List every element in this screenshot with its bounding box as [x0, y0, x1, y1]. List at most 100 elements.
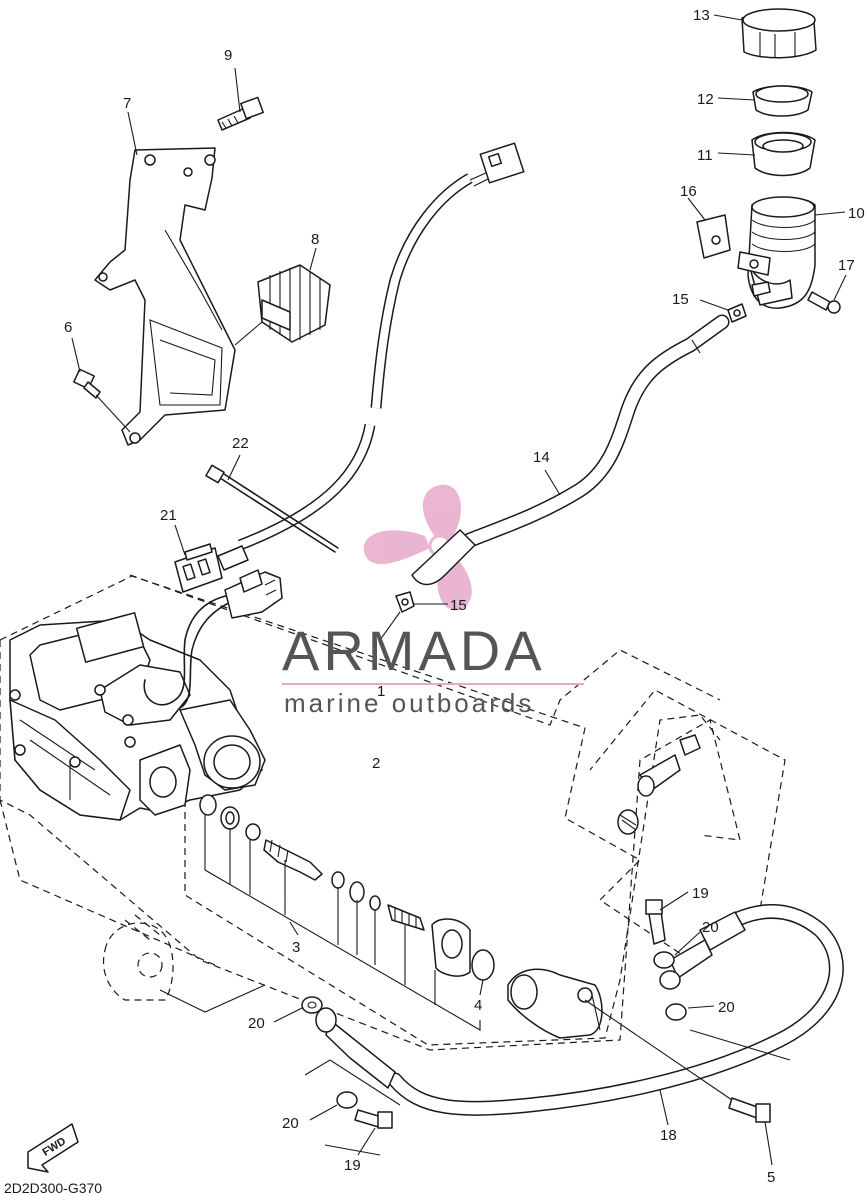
logo-blade-top [422, 484, 462, 540]
hose-part-18 [315, 904, 844, 1116]
callout-15-upper: 15 [672, 291, 689, 308]
leader-4 [479, 979, 484, 996]
assembly-outline-5 [129, 574, 721, 726]
screw-part-17 [807, 291, 841, 314]
assembly-outline-2 [0, 640, 741, 1051]
callout-12: 12 [697, 91, 714, 108]
leader-16 [687, 197, 706, 221]
watermark-brand: ARMADA [282, 619, 546, 682]
seal-part-12 [752, 85, 813, 117]
oil-tank-part-10 [737, 196, 816, 309]
leader-8 [309, 247, 317, 271]
drawing-code: 2D2D300-G370 [4, 1180, 102, 1196]
callout-14: 14 [533, 449, 550, 466]
cap-part-13 [741, 8, 817, 59]
callout-labels: 13 12 11 16 10 17 15 14 15 9 7 8 6 22 21… [64, 7, 865, 1186]
sensor-wire [143, 594, 231, 706]
callout-17: 17 [838, 257, 855, 274]
leader-10 [814, 211, 846, 216]
leader-15a [699, 299, 729, 311]
sensor-wire-2 [179, 599, 236, 709]
wire-harness [238, 142, 525, 551]
watermark-tagline: marine outboards [284, 688, 534, 718]
callout-8: 8 [311, 231, 319, 248]
callout-6: 6 [64, 319, 72, 336]
leader-8b [234, 321, 263, 346]
washer-part-20a [301, 996, 323, 1014]
leader-5b [584, 999, 733, 1101]
bolt-part-19-right [645, 899, 666, 945]
callout-1: 1 [377, 683, 385, 700]
leader-9 [234, 67, 241, 113]
callout-9: 9 [224, 47, 232, 64]
seal-part-11 [751, 131, 816, 177]
link-line-1 [304, 1059, 401, 1106]
armada-propeller-logo [363, 484, 472, 611]
bolt-part-6 [73, 368, 101, 399]
clamp-part-15-upper [727, 303, 747, 323]
leader-3-bracket [204, 815, 481, 1031]
pump-lever-dashed [103, 914, 266, 1013]
callout-19-bottom: 19 [344, 1157, 361, 1174]
leader-20a [273, 1007, 303, 1023]
link-line-2 [591, 994, 601, 1031]
leader-7 [127, 111, 138, 156]
callout-18: 18 [660, 1127, 677, 1144]
bolt-part-19-bottom [354, 1109, 393, 1129]
coupler-plug [224, 569, 283, 619]
callout-11: 11 [697, 147, 713, 164]
bracket-part-7 [94, 147, 236, 446]
bolt-part-5 [728, 1097, 771, 1123]
leader-3 [289, 921, 299, 936]
logo-blade-left [363, 530, 430, 565]
link-line-3 [689, 1029, 791, 1061]
washer-part-20b [653, 951, 675, 969]
leader-20c [687, 1005, 715, 1009]
cable-tie-part-22 [205, 464, 339, 553]
callout-16: 16 [680, 183, 697, 200]
callout-15-lower: 15 [450, 597, 467, 614]
callout-7: 7 [123, 95, 131, 112]
leader-20b [674, 931, 701, 956]
leader-19b [357, 1127, 376, 1156]
clamp-part-15-lower [395, 591, 415, 613]
hose-part-14 [411, 314, 730, 586]
callout-22: 22 [232, 435, 249, 452]
leader-6 [71, 337, 81, 373]
callout-13: 13 [693, 7, 710, 24]
leader-13 [713, 14, 743, 21]
callout-4: 4 [474, 997, 482, 1014]
leader-21 [174, 524, 186, 556]
leader-5 [764, 1121, 773, 1166]
bolt-part-9 [217, 96, 264, 131]
callout-3: 3 [292, 939, 300, 956]
callout-20-bottom: 20 [282, 1115, 299, 1132]
leader-14 [544, 469, 561, 496]
leader-6b [95, 394, 131, 433]
clip-part-16 [696, 214, 731, 259]
fwd-arrow-icon: FWD [27, 1123, 79, 1173]
assembly-outline-4 [0, 799, 216, 966]
leader-15c [379, 611, 401, 641]
connector-part-21 [174, 543, 249, 593]
link-line-4 [324, 1144, 381, 1156]
washer-part-20c [665, 1003, 687, 1021]
leader-22 [227, 454, 241, 481]
pump-internals-part-3 [199, 794, 603, 1039]
throttle-body-assembly [9, 612, 266, 821]
callout-20-right-lower: 20 [718, 999, 735, 1016]
leader-11 [717, 152, 756, 156]
callout-20-left: 20 [248, 1015, 265, 1032]
leader-18 [659, 1089, 669, 1126]
leader-12 [717, 97, 756, 101]
leader-19a [659, 891, 689, 911]
callout-20-right-upper: 20 [702, 919, 719, 936]
callout-2: 2 [372, 755, 380, 772]
assembly-outline-3 [184, 714, 721, 1046]
callout-19-right: 19 [692, 885, 709, 902]
regulator-part-8 [257, 264, 331, 343]
washer-part-20d [336, 1091, 358, 1109]
callout-5: 5 [767, 1169, 775, 1186]
